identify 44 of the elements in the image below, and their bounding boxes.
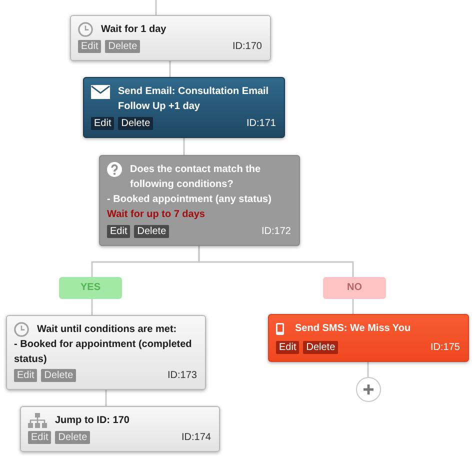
jump-step-card [20, 406, 220, 452]
delete-button: Delete [41, 369, 76, 382]
step-id: ID:172 [262, 225, 291, 238]
condition-card [99, 155, 300, 246]
step-id: ID:173 [168, 369, 197, 382]
edit-button: Edit [14, 369, 38, 382]
step-title: Wait until conditions are met: [37, 323, 178, 337]
email-step-card [83, 77, 285, 138]
step-id: ID:175 [430, 341, 460, 354]
connector-line [183, 138, 185, 155]
connector-line [105, 390, 107, 406]
edit-button: Edit [78, 40, 102, 53]
connector-line [198, 246, 354, 277]
edit-button: Edit [91, 117, 114, 130]
add-step-circle [356, 377, 381, 402]
delete-button: Delete [134, 225, 170, 238]
delete-button: Delete [303, 341, 338, 354]
wait-step-card [70, 15, 271, 61]
step-id: ID:170 [232, 40, 262, 53]
step-title: Jump to ID: 170 [55, 414, 130, 428]
edit-button: Edit [107, 225, 130, 238]
step-title: Send Email: Consultation Email Follow Up +1 day [118, 85, 270, 114]
condition-text: - Booked for appointment (completed status) [14, 338, 193, 367]
condition-text: - Booked appointment (any status) [107, 193, 272, 207]
connector-line [367, 362, 369, 377]
edit-button: Edit [276, 341, 300, 354]
delete-button: Delete [105, 40, 140, 53]
step-id: ID:171 [246, 117, 276, 130]
no-branch-tag: NO [323, 277, 386, 299]
connector-line [169, 61, 171, 77]
step-title: Does the contact match the following conditions? [130, 163, 262, 192]
connector-line [155, 0, 157, 15]
wait-step-card [6, 315, 206, 390]
delete-button: Delete [55, 431, 90, 444]
sms-step-card [268, 314, 469, 362]
step-id: ID:174 [182, 431, 211, 444]
step-title: Send SMS: We Miss You [295, 322, 412, 336]
connector-line [91, 299, 93, 315]
wait-limit-text: Wait for up to 7 days [107, 208, 206, 222]
step-title: Wait for 1 day [101, 23, 168, 37]
edit-button: Edit [28, 431, 52, 444]
connector-line [352, 299, 354, 314]
yes-branch-tag: YES [59, 277, 122, 299]
delete-button: Delete [118, 117, 154, 130]
